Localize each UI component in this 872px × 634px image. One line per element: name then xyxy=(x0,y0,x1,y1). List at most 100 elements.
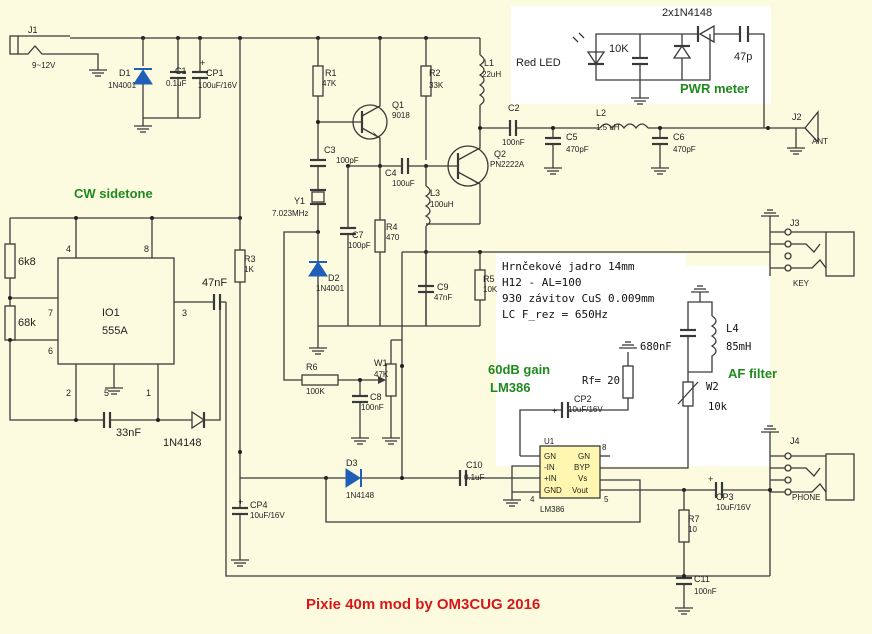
svg-text:+: + xyxy=(552,406,557,416)
svg-text:100uF/16V: 100uF/16V xyxy=(198,81,238,90)
j1-ref: J1 xyxy=(28,25,38,35)
resistor-rf: Rf= 20 xyxy=(582,341,638,399)
svg-text:Q1: Q1 xyxy=(392,100,404,110)
filter-panel-2 xyxy=(640,266,770,466)
svg-text:LC F_rez = 650Hz: LC F_rez = 650Hz xyxy=(502,308,608,321)
svg-text:1K: 1K xyxy=(244,265,254,274)
cap-cp2: + CP2 10uF/16V xyxy=(552,394,603,418)
svg-text:3: 3 xyxy=(182,308,187,318)
svg-text:C7: C7 xyxy=(352,230,364,240)
af-filter-title: AF filter xyxy=(728,366,777,381)
resistor-68k: 68k xyxy=(4,305,36,341)
svg-text:8: 8 xyxy=(602,443,607,452)
cap-47nf: 47nF xyxy=(202,277,770,577)
jack-j4: J4 PHONE xyxy=(760,425,855,576)
svg-text:Rf= 20: Rf= 20 xyxy=(582,375,620,387)
antenna-j2: J2 ANT xyxy=(766,110,828,155)
svg-text:47K: 47K xyxy=(322,79,337,88)
svg-text:100uF: 100uF xyxy=(392,179,415,188)
svg-text:C8: C8 xyxy=(370,392,382,402)
schematic-title: Pixie 40m mod by OM3CUG 2016 xyxy=(306,596,540,613)
svg-text:1: 1 xyxy=(146,388,151,398)
svg-text:PHONE: PHONE xyxy=(792,493,820,502)
svg-text:CP4: CP4 xyxy=(250,500,268,510)
svg-text:33K: 33K xyxy=(429,81,444,90)
svg-text:R2: R2 xyxy=(429,68,441,78)
svg-text:22uH: 22uH xyxy=(482,70,501,79)
svg-text:1N4001: 1N4001 xyxy=(108,81,137,90)
svg-text:D3: D3 xyxy=(346,458,358,468)
svg-text:L1: L1 xyxy=(484,58,494,68)
af-filter: 680nF L4 85mH W2 10k AF filter xyxy=(640,285,777,413)
svg-text:PN2222A: PN2222A xyxy=(490,160,525,169)
cap-c6: C6 470pF xyxy=(650,126,696,175)
transistor-q1: Q1 9018 xyxy=(318,38,410,162)
svg-text:Vout: Vout xyxy=(572,486,589,495)
cap-c5: C5 470pF xyxy=(543,126,589,175)
svg-text:L2: L2 xyxy=(596,108,606,118)
svg-text:100pF: 100pF xyxy=(348,241,371,250)
svg-text:-IN: -IN xyxy=(544,463,555,472)
svg-text:680nF: 680nF xyxy=(640,341,672,353)
svg-text:85mH: 85mH xyxy=(726,341,751,353)
j1-val: 9~12V xyxy=(32,61,56,70)
cap-cp1: + CP1 100uF/16V xyxy=(192,38,238,118)
svg-text:100nF: 100nF xyxy=(694,587,717,596)
svg-text:2: 2 xyxy=(66,388,71,398)
cap-c8: C8 100nF xyxy=(350,378,384,445)
cap-c10: C10 0.1uF xyxy=(458,460,485,486)
svg-text:+: + xyxy=(238,497,243,507)
ic-lm386: U1 GN GN -IN BYP +IN Vs GND Vout LM386 8… xyxy=(530,437,609,514)
svg-text:R5: R5 xyxy=(483,274,495,284)
svg-text:555A: 555A xyxy=(102,325,128,337)
diode-d1: D1 1N4001 xyxy=(108,38,153,118)
svg-text:9018: 9018 xyxy=(392,111,410,120)
svg-text:ANT: ANT xyxy=(812,137,828,146)
pwr-meter: 2x1N4148 Red LED 10K 47p PWR meter xyxy=(516,7,765,128)
svg-text:BYP: BYP xyxy=(574,463,590,472)
svg-text:R4: R4 xyxy=(386,222,398,232)
amp-title: LM386 xyxy=(490,380,530,395)
svg-text:R3: R3 xyxy=(244,254,256,264)
gain-title: 60dB gain xyxy=(488,362,550,377)
resistor-r4: R4 470 xyxy=(374,166,400,326)
cap-c2: C2 100nF xyxy=(502,103,525,147)
svg-text:U1: U1 xyxy=(544,437,555,446)
svg-text:R6: R6 xyxy=(306,362,318,372)
cap-c7: C7 100pF xyxy=(340,166,371,326)
cap-c11: C11 100nF xyxy=(674,574,717,615)
svg-text:C1: C1 xyxy=(175,66,187,76)
svg-text:J4: J4 xyxy=(790,436,800,446)
resistor-r3: R3 1K xyxy=(234,218,256,452)
resistor-r5: R5 10K xyxy=(474,252,498,326)
pwr-meter-panel xyxy=(511,6,771,104)
svg-text:Y1: Y1 xyxy=(294,196,305,206)
svg-text:1N4148: 1N4148 xyxy=(346,491,375,500)
svg-text:100uH: 100uH xyxy=(430,200,454,209)
svg-text:D2: D2 xyxy=(328,273,340,283)
svg-text:47nF: 47nF xyxy=(202,277,227,289)
inductor-l1: L1 22uH xyxy=(478,54,501,128)
cap-c3: C3 100pF xyxy=(310,120,359,190)
cap-cp3: + CP3 10uF/16V xyxy=(708,474,751,512)
svg-text:10uF/16V: 10uF/16V xyxy=(568,405,603,414)
svg-text:100nF: 100nF xyxy=(502,138,525,147)
svg-text:GN: GN xyxy=(578,452,590,461)
svg-text:C2: C2 xyxy=(508,103,520,113)
coil-note: Hrnčekové jadro 14mm H12 - AL=100 930 zá… xyxy=(502,260,655,321)
svg-text:+: + xyxy=(200,58,205,68)
diode-d2: D2 1N4001 xyxy=(308,232,345,326)
svg-text:5: 5 xyxy=(604,495,609,504)
svg-text:J2: J2 xyxy=(792,112,802,122)
inductor-l2: L2 1.5 uH xyxy=(596,108,649,132)
svg-text:W2: W2 xyxy=(706,381,719,393)
svg-text:10k: 10k xyxy=(708,401,728,413)
svg-text:68k: 68k xyxy=(18,317,36,329)
svg-text:1N4148: 1N4148 xyxy=(163,437,202,449)
resistor-r7: R7 10 xyxy=(678,490,700,576)
svg-text:C5: C5 xyxy=(566,132,578,142)
cw-sidetone-title: CW sidetone xyxy=(74,186,153,201)
svg-text:100nF: 100nF xyxy=(361,403,384,412)
svg-text:Hrnčekové jadro 14mm: Hrnčekové jadro 14mm xyxy=(502,260,635,273)
